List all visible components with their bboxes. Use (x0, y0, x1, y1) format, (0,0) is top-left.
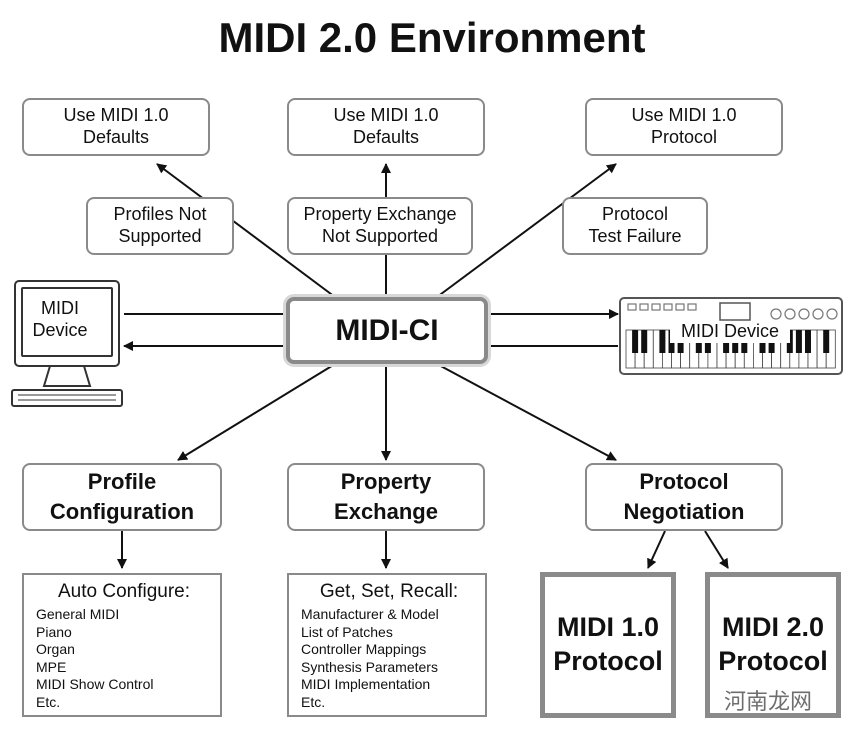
profile-configuration-box: Profile Configuration (22, 463, 222, 531)
midi1-line2: Protocol (553, 646, 663, 676)
auto-configure-list: Auto Configure: General MIDI Piano Organ… (22, 573, 222, 717)
midi-2-protocol-box: MIDI 2.0 Protocol (705, 572, 841, 718)
list-item: Piano (36, 623, 72, 640)
condition-property-exchange-not-supported: Property Exchange Not Supported (287, 197, 473, 255)
top-box-1-line1: Use MIDI 1.0 (63, 105, 169, 126)
list-item: Etc. (36, 693, 61, 710)
protocol-negotiation-line1: Protocol (639, 469, 729, 495)
arrow-to-top-left (156, 163, 336, 298)
midi-ci-box: MIDI-CI (286, 297, 488, 364)
get-set-recall-list: Get, Set, Recall: Manufacturer & Model L… (287, 573, 487, 717)
midi2-line1: MIDI 2.0 (721, 612, 825, 643)
keyboard-device-label: MIDI Device (670, 321, 790, 343)
diagram-title: MIDI 2.0 Environment (218, 14, 646, 61)
arrow-to-top-right (436, 163, 617, 298)
condition-protocol-test-failure: Protocol Test Failure (562, 197, 708, 255)
list-item: MIDI Implementation (301, 676, 431, 693)
top-box-3-line2: Protocol (650, 127, 718, 147)
black-key (632, 330, 639, 353)
black-key (805, 330, 811, 353)
arrow-to-profile (177, 363, 336, 461)
list-item: General MIDI (36, 606, 120, 622)
list-item: List of Patches (301, 623, 393, 640)
condition-2-line1: Property Exchange (303, 204, 457, 225)
top-box-protocol-default: Use MIDI 1.0 Protocol (585, 98, 783, 156)
top-box-1-line2: Defaults (82, 127, 150, 147)
condition-3-line2: Test Failure (588, 226, 682, 246)
list-item: Synthesis Parameters (301, 658, 438, 675)
top-box-3-line1: Use MIDI 1.0 (631, 105, 737, 126)
property-exchange-line2: Exchange (334, 499, 438, 524)
list-item: Controller Mappings (301, 641, 427, 658)
list-item: Manufacturer & Model (301, 606, 439, 622)
condition-2-line2: Not Supported (321, 226, 439, 246)
profile-config-line2: Configuration (49, 499, 195, 524)
condition-3-line1: Protocol (601, 204, 669, 225)
computer-label-line1: MIDI (41, 298, 79, 318)
protocol-negotiation-line2: Negotiation (623, 499, 745, 524)
condition-1-line2: Supported (118, 226, 202, 246)
black-key (659, 330, 666, 353)
midi-1-protocol-box: MIDI 1.0 Protocol (540, 572, 676, 718)
protocol-negotiation-box: Protocol Negotiation (585, 463, 783, 531)
black-key (795, 330, 802, 353)
top-box-property-default: Use MIDI 1.0 Defaults (287, 98, 485, 156)
midi2-line2: Protocol (718, 646, 828, 676)
arrow-to-midi2 (704, 530, 729, 569)
computer-icon (11, 280, 123, 407)
property-exchange-box: Property Exchange (287, 463, 485, 531)
midi1-line1: MIDI 1.0 (556, 612, 660, 643)
profile-config-line1: Profile (87, 469, 157, 495)
top-box-2-line1: Use MIDI 1.0 (333, 105, 439, 126)
computer-label-line2: Device (32, 319, 88, 340)
arrow-to-protocol (436, 363, 617, 461)
top-box-profile-default: Use MIDI 1.0 Defaults (22, 98, 210, 156)
list-item: Etc. (301, 693, 326, 710)
property-exchange-line1: Property (340, 469, 432, 495)
condition-profiles-not-supported: Profiles Not Supported (86, 197, 234, 255)
computer-device-label: MIDI Device (22, 298, 98, 341)
list-item: MIDI Show Control (36, 676, 154, 693)
black-key (641, 330, 648, 353)
watermark-text: 河南龙网 (724, 689, 813, 714)
arrow-to-midi1 (647, 530, 666, 569)
auto-configure-title: Auto Configure: (57, 581, 191, 602)
get-set-recall-title: Get, Set, Recall: (319, 581, 459, 602)
list-item: MPE (36, 658, 67, 675)
black-key (823, 330, 830, 353)
condition-1-line1: Profiles Not (113, 204, 207, 225)
list-item: Organ (36, 641, 75, 658)
top-box-2-line2: Defaults (352, 127, 420, 147)
